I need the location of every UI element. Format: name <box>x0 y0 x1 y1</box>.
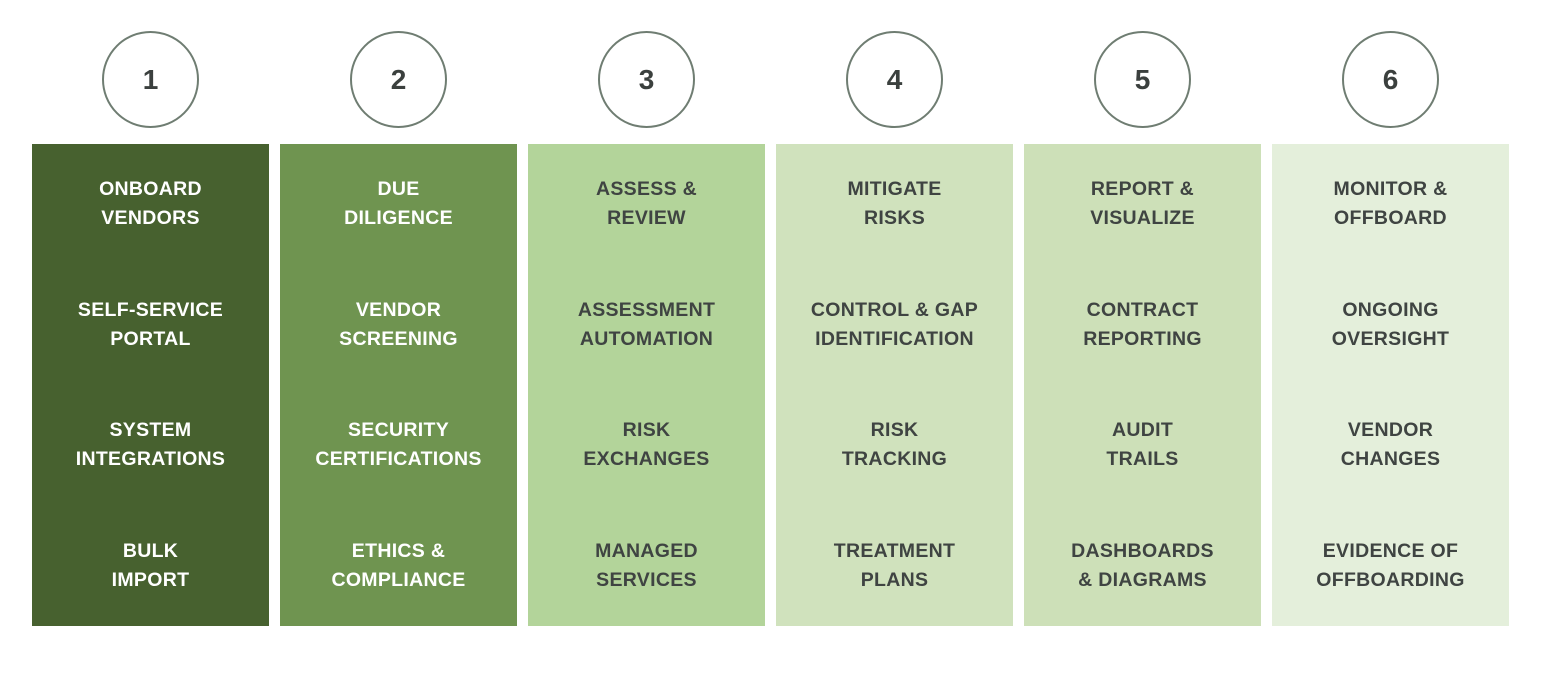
stage-5-item: DASHBOARDS & DIAGRAMS <box>1071 539 1214 591</box>
stage-3-number-circle: 3 <box>598 31 695 128</box>
stage-6-number: 6 <box>1382 63 1399 95</box>
stage-2-number-circle: 2 <box>350 31 447 128</box>
stage-1-title: ONBOARD VENDORS <box>99 178 202 230</box>
stage-4-number-circle: 4 <box>846 31 943 128</box>
stage-1-number-circle: 1 <box>102 31 199 128</box>
stage-3-item: MANAGED SERVICES <box>595 539 698 591</box>
stage-6: 6 MONITOR & OFFBOARD ONGOING OVERSIGHT V… <box>1272 31 1509 626</box>
stage-board: 1 ONBOARD VENDORS SELF-SERVICE PORTAL SY… <box>32 31 1509 626</box>
stage-4-column: MITIGATE RISKS CONTROL & GAP IDENTIFICAT… <box>776 144 1013 626</box>
stage-4-title: MITIGATE RISKS <box>847 178 942 230</box>
stage-4: 4 MITIGATE RISKS CONTROL & GAP IDENTIFIC… <box>776 31 1013 626</box>
stage-1-item: SELF-SERVICE PORTAL <box>77 298 224 350</box>
stage-6-item: EVIDENCE OF OFFBOARDING <box>1316 539 1465 591</box>
stage-6-item: VENDOR CHANGES <box>1340 419 1441 471</box>
stage-6-column: MONITOR & OFFBOARD ONGOING OVERSIGHT VEN… <box>1272 144 1509 626</box>
stage-6-number-circle: 6 <box>1342 31 1439 128</box>
stage-4-item: TREATMENT PLANS <box>833 539 956 591</box>
stage-3-number: 3 <box>638 63 655 95</box>
stage-1-item: SYSTEM INTEGRATIONS <box>75 419 226 471</box>
stage-3: 3 ASSESS & REVIEW ASSESSMENT AUTOMATION … <box>528 31 765 626</box>
stage-2-item: SECURITY CERTIFICATIONS <box>315 419 482 471</box>
stage-3-item: RISK EXCHANGES <box>583 419 710 471</box>
stage-4-item: RISK TRACKING <box>841 419 948 471</box>
stage-1-number: 1 <box>142 63 159 95</box>
stage-2-column: DUE DILIGENCE VENDOR SCREENING SECURITY … <box>280 144 517 626</box>
stage-1-column: ONBOARD VENDORS SELF-SERVICE PORTAL SYST… <box>32 144 269 626</box>
stage-3-title: ASSESS & REVIEW <box>595 178 697 230</box>
stage-2-number: 2 <box>390 63 407 95</box>
stage-4-item: CONTROL & GAP IDENTIFICATION <box>810 298 979 350</box>
stage-5-title: REPORT & VISUALIZE <box>1090 178 1195 230</box>
stage-3-column: ASSESS & REVIEW ASSESSMENT AUTOMATION RI… <box>528 144 765 626</box>
stage-2: 2 DUE DILIGENCE VENDOR SCREENING SECURIT… <box>280 31 517 626</box>
stage-4-number: 4 <box>886 63 903 95</box>
stage-5-number: 5 <box>1134 63 1151 95</box>
stage-5-item: CONTRACT REPORTING <box>1083 298 1202 350</box>
stage-6-item: ONGOING OVERSIGHT <box>1331 298 1450 350</box>
stage-6-title: MONITOR & OFFBOARD <box>1333 178 1448 230</box>
stage-5-item: AUDIT TRAILS <box>1106 419 1179 471</box>
stage-2-title: DUE DILIGENCE <box>344 178 453 230</box>
stage-2-item: VENDOR SCREENING <box>339 298 458 350</box>
stage-5-number-circle: 5 <box>1094 31 1191 128</box>
stage-3-item: ASSESSMENT AUTOMATION <box>577 298 716 350</box>
stage-5-column: REPORT & VISUALIZE CONTRACT REPORTING AU… <box>1024 144 1261 626</box>
stage-5: 5 REPORT & VISUALIZE CONTRACT REPORTING … <box>1024 31 1261 626</box>
stage-1: 1 ONBOARD VENDORS SELF-SERVICE PORTAL SY… <box>32 31 269 626</box>
stage-1-item: BULK IMPORT <box>111 539 190 591</box>
stage-2-item: ETHICS & COMPLIANCE <box>331 539 466 591</box>
